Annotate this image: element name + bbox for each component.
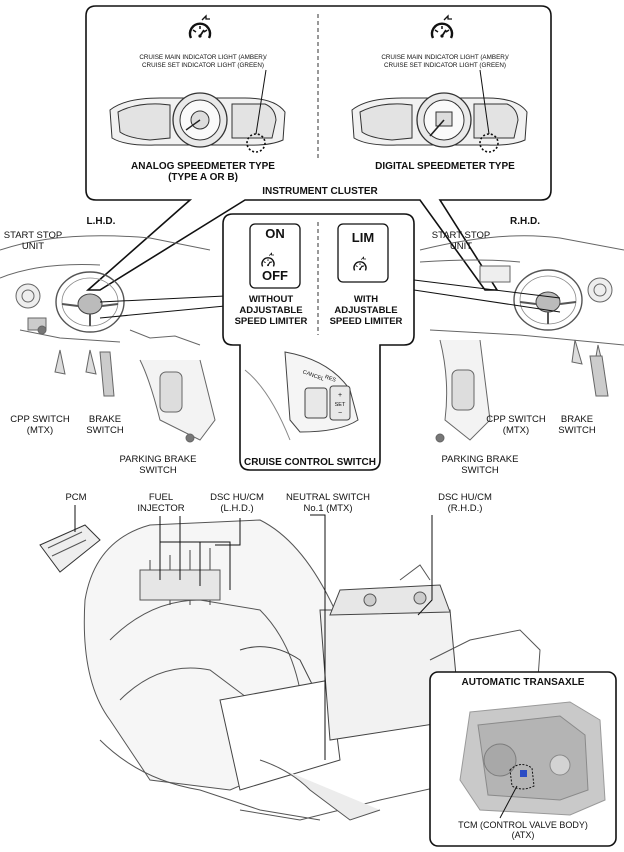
instrument-cluster-title: INSTRUMENT CLUSTER xyxy=(262,186,378,197)
without-line2: ADJUSTABLE xyxy=(239,305,303,316)
dsc-lhd-label: DSC HU/CM (L.H.D.) xyxy=(204,492,270,514)
with-limiter-label: WITH ADJUSTABLE SPEED LIMITER xyxy=(320,294,412,327)
lhd-brake-switch-label: BRAKE SWITCH xyxy=(80,414,130,436)
on-label: ON xyxy=(265,226,285,241)
lhd-start-stop-line2: UNIT xyxy=(21,241,45,252)
lhd-label: L.H.D. xyxy=(86,216,116,227)
plus-text: + xyxy=(337,392,343,399)
fuel-injector-label: FUEL INJECTOR xyxy=(128,492,194,514)
analog-cluster-drawing xyxy=(109,69,286,153)
rhd-parking-line1: PARKING BRAKE xyxy=(441,454,519,465)
digital-cluster-drawing xyxy=(351,69,528,153)
digital-note-line2: CRUISE SET INDICATOR LIGHT (GREEN) xyxy=(384,61,506,69)
rhd-cpp-switch-label: CPP SWITCH (MTX) xyxy=(478,414,554,436)
digital-type-label: DIGITAL SPEEDMETER TYPE xyxy=(375,161,515,172)
rhd-brake-switch-label: BRAKE SWITCH xyxy=(552,414,602,436)
dsc-lhd-line1: DSC HU/CM xyxy=(210,492,264,503)
right-dashboard-drawing xyxy=(419,235,624,443)
transaxle-photo-drawing xyxy=(459,701,606,819)
without-limiter-label: WITHOUT ADJUSTABLE SPEED LIMITER xyxy=(226,294,316,327)
digital-indicator-note: CRUISE MAIN INDICATOR LIGHT (AMBER)/ CRU… xyxy=(360,54,530,69)
without-line3: SPEED LIMITER xyxy=(234,316,308,327)
analog-type-label: ANALOG SPEEDMETER TYPE (TYPE A OR B) xyxy=(118,161,288,183)
analog-note-line1: CRUISE MAIN INDICATOR LIGHT (AMBER)/ xyxy=(139,54,267,61)
dsc-rhd-label: DSC HU/CM (R.H.D.) xyxy=(432,492,498,514)
dsc-rhd-line1: DSC HU/CM xyxy=(438,492,492,503)
engine-callout-lines xyxy=(74,505,433,760)
with-line1: WITH xyxy=(353,294,379,305)
callout-rhd-switch xyxy=(413,279,561,299)
lhd-cpp-switch-label: CPP SWITCH (MTX) xyxy=(2,414,78,436)
fuel-line1: FUEL xyxy=(148,492,174,503)
rhd-brake-line1: BRAKE xyxy=(560,414,594,425)
pcm-label: PCM xyxy=(65,492,87,503)
dsc-rhd-line2: (R.H.D.) xyxy=(447,503,483,514)
tcm-label: TCM (CONTROL VALVE BODY) (ATX) xyxy=(432,820,614,840)
rhd-brake-line2: SWITCH xyxy=(558,425,596,436)
lhd-parking-brake-switch-label: PARKING BRAKE SWITCH xyxy=(110,454,206,476)
neutral-switch-label: NEUTRAL SWITCH No.1 (MTX) xyxy=(278,492,378,514)
set-text: SET xyxy=(334,402,346,408)
lhd-cpp-line1: CPP SWITCH xyxy=(10,414,70,425)
lhd-cpp-line2: (MTX) xyxy=(26,425,54,436)
lim-button xyxy=(337,223,389,283)
cruise-control-switch-title: CRUISE CONTROL SWITCH xyxy=(243,457,377,468)
lim-label: LIM xyxy=(351,230,375,245)
lhd-parking-line2: SWITCH xyxy=(139,465,177,476)
analog-indicator-note: CRUISE MAIN INDICATOR LIGHT (AMBER)/ CRU… xyxy=(118,54,288,69)
with-line3: SPEED LIMITER xyxy=(329,316,403,327)
rhd-cpp-line2: (MTX) xyxy=(502,425,530,436)
lhd-brake-line2: SWITCH xyxy=(86,425,124,436)
rhd-label: R.H.D. xyxy=(510,216,540,227)
with-line2: ADJUSTABLE xyxy=(334,305,398,316)
analog-type-line2: (TYPE A OR B) xyxy=(168,172,238,183)
off-label: OFF xyxy=(262,268,288,283)
neutral-line1: NEUTRAL SWITCH xyxy=(285,492,371,503)
engine-drawing-group xyxy=(39,519,541,821)
rhd-parking-brake-switch-label: PARKING BRAKE SWITCH xyxy=(432,454,528,476)
lhd-parking-line1: PARKING BRAKE xyxy=(119,454,197,465)
digital-note-line1: CRUISE MAIN INDICATOR LIGHT (AMBER)/ xyxy=(381,54,509,61)
rhd-start-stop-line2: UNIT xyxy=(449,241,473,252)
lhd-start-stop-line1: START STOP xyxy=(3,230,63,241)
lhd-brake-line1: BRAKE xyxy=(88,414,122,425)
left-dashboard-drawing xyxy=(0,235,216,443)
rhd-start-stop-unit-label: START STOP UNIT xyxy=(428,230,494,252)
dsc-lhd-line2: (L.H.D.) xyxy=(220,503,254,514)
tcm-line2: (ATX) xyxy=(511,830,535,840)
analog-type-line1: ANALOG SPEEDMETER TYPE xyxy=(131,161,275,172)
tcm-line1: TCM (CONTROL VALVE BODY) xyxy=(458,820,588,830)
neutral-line2: No.1 (MTX) xyxy=(303,503,353,514)
without-line1: WITHOUT xyxy=(248,294,294,305)
rhd-parking-line2: SWITCH xyxy=(461,465,499,476)
lhd-start-stop-unit-label: START STOP UNIT xyxy=(0,230,66,252)
rhd-cpp-line1: CPP SWITCH xyxy=(486,414,546,425)
rhd-start-stop-line1: START STOP xyxy=(431,230,491,241)
fuel-line2: INJECTOR xyxy=(137,503,185,514)
automatic-transaxle-title: AUTOMATIC TRANSAXLE xyxy=(461,677,585,688)
on-off-button xyxy=(249,223,301,289)
callout-lhd-switch xyxy=(99,295,226,303)
analog-note-line2: CRUISE SET INDICATOR LIGHT (GREEN) xyxy=(142,61,264,69)
minus-text: − xyxy=(337,410,343,417)
